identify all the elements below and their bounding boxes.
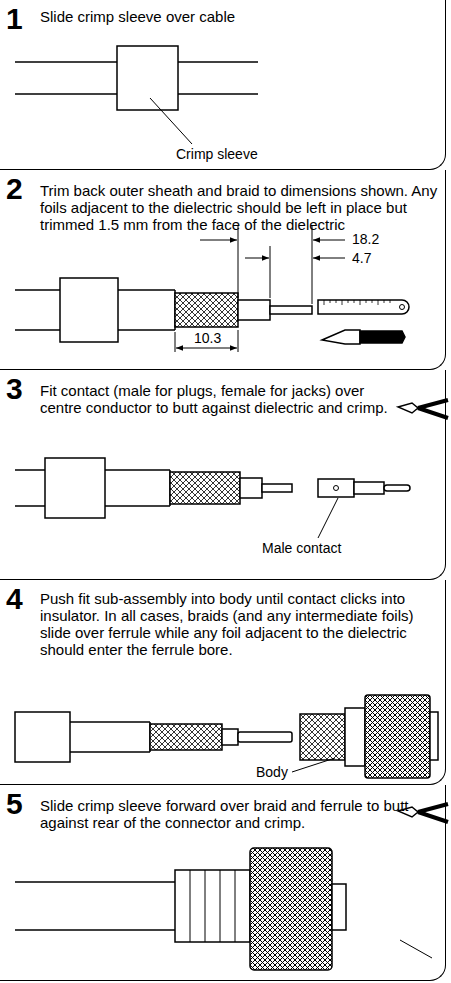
step-number: 5 <box>6 787 23 821</box>
assembled-connector <box>15 848 432 970</box>
connector-body <box>292 695 438 778</box>
dielectric <box>238 300 270 320</box>
step-instruction: Slide crimp sleeve forward over braid an… <box>40 797 435 831</box>
body-rear <box>345 708 365 766</box>
dimension-arrow <box>313 240 345 241</box>
crimped-contact <box>238 732 292 742</box>
extension-line <box>175 332 176 352</box>
crimped-sleeve <box>175 870 250 942</box>
leader-line <box>150 98 192 144</box>
part-label: Crimp sleeve <box>176 146 258 162</box>
braid <box>170 472 240 504</box>
leader-line <box>292 758 335 772</box>
step-instruction: Slide crimp sleeve over cable <box>40 8 435 25</box>
male-contact-part <box>318 479 410 538</box>
crimp-sleeve <box>117 46 178 110</box>
dimension-arrow <box>176 348 237 349</box>
ruler-ticks <box>324 300 390 305</box>
step-number: 3 <box>6 372 23 406</box>
ruler-tool <box>318 300 409 314</box>
dimension-arrow <box>313 258 345 259</box>
cable-jacket <box>15 929 175 931</box>
dimension-arrow <box>200 240 237 241</box>
step-instruction: Push fit sub-assembly into body until co… <box>40 590 440 658</box>
step-panel: 4 Push fit sub-assembly into body until c… <box>0 580 446 785</box>
plier-handle <box>418 400 448 418</box>
contact-hole <box>334 486 339 491</box>
knife-blade <box>322 330 360 344</box>
extension-line <box>238 330 239 352</box>
cable-jacket <box>15 881 175 883</box>
step-panel: 5 Slide crimp sleeve forward over braid a… <box>0 785 446 981</box>
body-front <box>430 712 438 760</box>
braid <box>175 293 238 327</box>
contact-collar <box>354 482 384 494</box>
dimension-label: 4.7 <box>352 250 371 266</box>
knife-handle <box>360 331 405 343</box>
step-number: 1 <box>6 2 23 36</box>
dimension-label: 18.2 <box>352 231 379 247</box>
contact-pin <box>384 485 410 491</box>
contact-barrel <box>318 479 354 497</box>
dimension-lines <box>175 226 345 352</box>
extension-line <box>312 226 313 304</box>
dimension-label: 10.3 <box>194 330 221 346</box>
stripped-cable <box>15 278 312 342</box>
subassembly <box>15 712 292 762</box>
extension-line <box>270 246 271 298</box>
ferrule <box>300 714 345 760</box>
centre-conductor <box>270 306 312 314</box>
step-instruction: Trim back outer sheath and braid to dime… <box>40 182 440 233</box>
cable-with-sleeve <box>15 46 258 144</box>
ruler-symbol <box>318 300 409 314</box>
leader-line <box>318 498 338 538</box>
extension-line <box>238 226 239 298</box>
pliers-symbol <box>398 400 448 418</box>
centre-conductor <box>262 484 292 492</box>
crimp-sleeve <box>60 278 118 342</box>
crimp-sleeve <box>15 712 70 762</box>
dielectric <box>222 729 238 745</box>
dimension-arrow <box>245 258 269 259</box>
step-panel: 1 Slide crimp sleeve over cable <box>0 0 446 170</box>
crimp-sleeve <box>45 458 105 518</box>
knife-tool <box>322 330 405 344</box>
coupling-nut <box>250 848 332 970</box>
leader-line <box>400 940 432 958</box>
plier-jaw <box>398 403 418 413</box>
part-label: Male contact <box>262 540 341 556</box>
part-label: Body <box>256 764 288 780</box>
plier-handle <box>418 804 448 822</box>
step-panel: 2 Trim back outer sheath and braid to dim… <box>0 170 446 370</box>
step-instruction: Fit contact (male for plugs, female for … <box>40 382 390 416</box>
cable-with-contact <box>15 458 292 518</box>
step-number: 4 <box>6 582 23 616</box>
body-front <box>332 884 346 930</box>
crimp-marks <box>190 870 235 942</box>
step-number: 2 <box>6 172 23 206</box>
braid <box>150 724 222 750</box>
step-panel: 3 Fit contact (male for plugs, female for… <box>0 370 446 580</box>
ruler-hole <box>400 305 405 310</box>
dielectric <box>240 478 262 498</box>
coupling-nut <box>365 695 430 778</box>
